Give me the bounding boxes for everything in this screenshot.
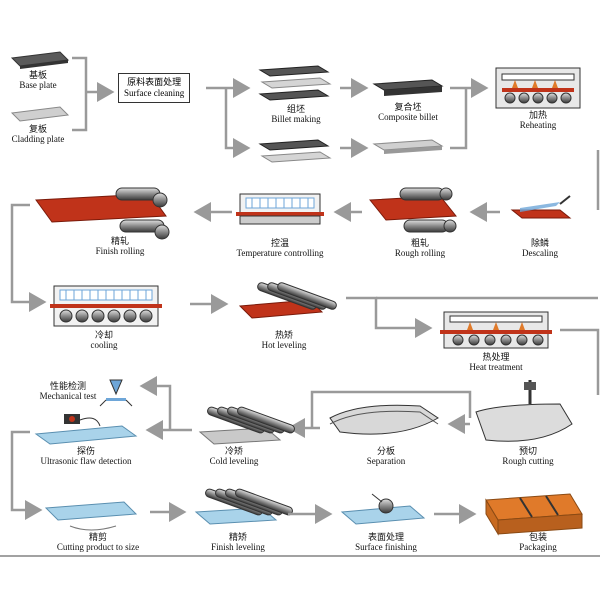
arrow bbox=[139, 376, 172, 430]
packaging-icon bbox=[485, 493, 583, 536]
arrow bbox=[310, 390, 472, 428]
finish-leveling-icon bbox=[194, 488, 293, 525]
rough-rolling-icon bbox=[369, 187, 457, 233]
arrow bbox=[346, 296, 433, 338]
billet-making-alt-icon bbox=[258, 139, 332, 163]
rough-cutting-icon bbox=[475, 380, 573, 442]
hot-leveling-icon bbox=[238, 282, 337, 319]
heat-treatment-icon bbox=[440, 311, 552, 349]
arrow bbox=[450, 88, 486, 150]
cladding-plate-icon bbox=[10, 106, 70, 122]
arrow bbox=[10, 203, 47, 312]
surface-finishing-icon bbox=[340, 493, 426, 525]
arrow bbox=[224, 88, 251, 158]
base-plate-icon bbox=[10, 51, 70, 69]
input-bracket bbox=[72, 56, 112, 132]
cutting-to-size-icon bbox=[44, 501, 138, 531]
flaw-detection-icon bbox=[34, 414, 138, 445]
finish-rolling-icon bbox=[35, 187, 170, 240]
mechanical-test-icon bbox=[99, 379, 133, 407]
composite-billet-alt-icon bbox=[372, 139, 444, 154]
reheating-furnace-icon bbox=[495, 67, 581, 109]
cold-leveling-icon bbox=[198, 406, 295, 445]
temperature-controlling-icon bbox=[236, 193, 324, 225]
composite-billet-icon bbox=[372, 79, 444, 96]
descaling-icon bbox=[510, 195, 572, 219]
billet-making-icon bbox=[258, 65, 332, 101]
cooling-icon bbox=[50, 285, 162, 327]
separation-icon bbox=[329, 404, 439, 435]
arrow bbox=[10, 430, 43, 520]
arrow bbox=[560, 328, 600, 380]
